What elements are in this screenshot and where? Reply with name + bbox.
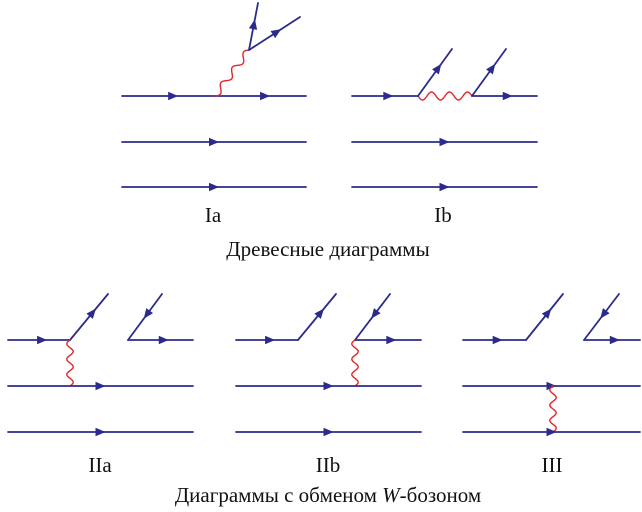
iib-line3-arrow: [323, 427, 334, 437]
iib-line1-out: [297, 293, 337, 341]
iia-line1-out-arrow: [86, 308, 96, 319]
iii-line1-out: [525, 293, 564, 341]
iib-line2-arrow: [323, 381, 334, 391]
ia-line1-out-arrow: [260, 91, 271, 101]
iib-fermion-in-arrow: [371, 308, 381, 319]
ia-line3-arrow: [209, 182, 219, 192]
iia-w-boson: [66, 339, 74, 387]
iib-fermion-out-arrow: [386, 335, 397, 345]
heading-w-prefix: Диаграммы с обменом: [175, 483, 382, 507]
caption-iia: IIa: [88, 453, 112, 477]
iia-fermion-out-arrow: [158, 335, 169, 345]
caption-iii: III: [542, 453, 563, 477]
heading-w-symbol: W: [382, 483, 402, 507]
iia-line3-arrow: [95, 427, 106, 437]
ia-upper-fermion-2-arrow: [270, 29, 282, 39]
iii-w-boson: [549, 385, 557, 433]
iib-w-boson: [351, 339, 359, 387]
ia-line2-arrow: [209, 137, 219, 147]
iia-line1-in-arrow: [37, 335, 48, 345]
ib-line2-arrow: [439, 137, 450, 147]
iia-fermion-in-arrow: [143, 308, 154, 319]
ia-w-boson: [214, 49, 250, 97]
ib-fermion-1-arrow: [432, 63, 442, 75]
iii-line3-arrow: [546, 427, 557, 437]
iib-line1-out-arrow: [314, 308, 324, 319]
caption-iib: IIb: [316, 453, 341, 477]
heading-w-exchange-diagrams: Диаграммы с обменом W-бозоном: [175, 483, 481, 507]
ib-fermion-2-arrow: [486, 63, 496, 75]
iii-line1-in-arrow: [492, 335, 503, 345]
iii-line1-out-arrow: [541, 308, 552, 319]
caption-ib: Ib: [434, 203, 452, 227]
ib-line1-out-arrow: [502, 91, 513, 101]
ib-fermion-2: [471, 48, 507, 97]
heading-w-suffix: -бозоном: [400, 483, 481, 507]
ia-line1-in-arrow: [168, 91, 179, 101]
iii-fermion-in-arrow: [600, 308, 610, 319]
heading-tree-diagrams: Древесные диаграммы: [226, 237, 429, 261]
ib-fermion-1: [417, 48, 453, 97]
iii-fermion-out-arrow: [609, 335, 620, 345]
ib-line3-arrow: [439, 182, 450, 192]
iii-line2-arrow: [546, 381, 557, 391]
ib-line1-in-arrow: [383, 91, 394, 101]
ib-w-boson: [417, 91, 473, 101]
iib-line1-in-arrow: [265, 335, 276, 345]
caption-ia: Ia: [205, 203, 222, 227]
iia-line2-arrow: [95, 381, 106, 391]
ia-upper-fermion-1-arrow: [248, 19, 258, 30]
iia-line1-out: [69, 293, 109, 341]
